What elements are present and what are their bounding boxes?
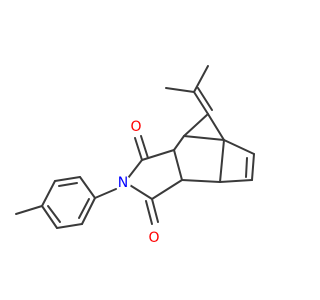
bond-methyl-right — [193, 65, 209, 93]
norbornene-core — [173, 113, 255, 183]
bond-aryl-5 — [56, 223, 83, 229]
atom-labels: O N O — [115, 119, 162, 246]
nitrogen-label: N — [118, 175, 128, 191]
isopropylidene-group — [165, 65, 213, 115]
bond-aryl-double-2 — [47, 205, 61, 223]
bond-exocyclic-double-a — [193, 91, 209, 115]
bond-c4-c5 — [219, 139, 225, 183]
p-tolyl-group — [15, 176, 117, 229]
molecule-structure: O N O — [15, 65, 255, 246]
bond-c2-c3 — [173, 149, 183, 181]
bond-c3-c4 — [181, 179, 221, 183]
bond-n-aryl — [94, 188, 117, 199]
bond-aryl-2 — [54, 176, 81, 182]
bond-aryl-methyl — [15, 205, 43, 215]
bond-c6-c7-double-a — [251, 153, 255, 181]
bond-aryl-4 — [41, 205, 58, 229]
bond-bridge-back — [183, 135, 225, 141]
oxygen-top-label: O — [130, 119, 141, 135]
bond-aryl-6 — [81, 197, 96, 225]
bond-bridge-left — [183, 113, 209, 137]
bond-aryl-1 — [79, 176, 96, 199]
bond-c3-carbonyl-bottom — [151, 179, 183, 200]
bond-c6-c7-double-b — [245, 157, 248, 178]
bond-top-carbonyl-double-a — [134, 137, 143, 161]
bond-c5-c6 — [223, 139, 255, 155]
bond-exocyclic-double-b — [197, 87, 213, 111]
imide-ring — [124, 135, 183, 225]
bond-top-carbonyl-double-b — [140, 135, 149, 159]
bond-c1-c2 — [173, 135, 185, 151]
bond-aryl-double-1 — [58, 182, 78, 187]
bond-bottom-carbonyl-double-a — [151, 198, 159, 223]
bond-c7-c4 — [219, 179, 253, 183]
molecule-canvas: O N O — [15, 65, 255, 246]
bond-bottom-carbonyl-double-b — [145, 200, 153, 225]
bond-methyl-left — [165, 87, 195, 93]
bond-aryl-double-3 — [78, 198, 90, 219]
bond-bridge-right — [207, 113, 225, 141]
bond-aryl-3 — [41, 180, 56, 207]
oxygen-bottom-label: O — [148, 230, 159, 246]
